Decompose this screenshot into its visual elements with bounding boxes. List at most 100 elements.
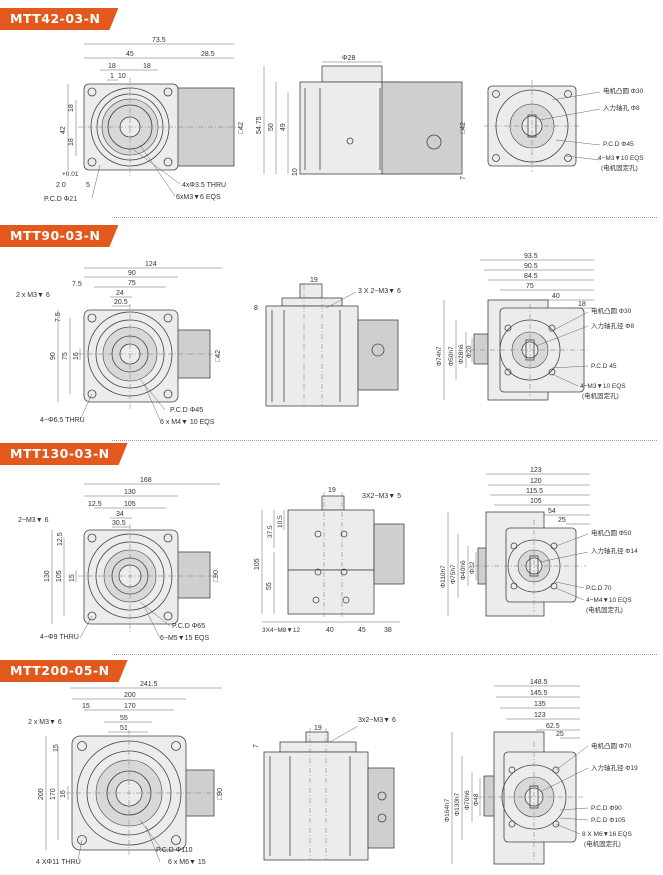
thru-label: 4xΦ3.5 THRU [182,182,226,189]
dim: 18 [108,63,116,70]
dim: 241.5 [140,681,158,688]
dim: 45 [358,627,366,634]
dim: 51 [120,725,128,732]
model-tag: MTT200-05-N [0,660,128,682]
holes-label: 2−M3▼ 6 [18,517,49,524]
pcd-label: P.C.D Φ65 [172,623,205,630]
motor-label: (电机固定孔) [586,605,623,614]
dim: 18 [68,138,75,146]
dim: 15 [82,703,90,710]
eqs-label: 6xM3▼6 EQS [176,194,221,201]
dim: 10 [292,168,299,176]
dim: Φ32 [469,561,476,574]
dim: 7.5 [55,312,62,322]
dim: 18 [68,104,75,112]
dim: 19 [328,487,336,494]
dim: 30.5 [112,520,126,527]
dim: 18 [143,63,151,70]
dim: 8 [254,305,258,312]
mtt90-drawing: 124 90 75 24 20.5 7.5 7.5 2 x M3▼ 6 90 7… [16,253,634,426]
dim: □42 [238,122,245,134]
dim: Φ50h7 [448,346,455,366]
eqs-label: 6−M5▼15 EQS [160,635,209,642]
dim: 123 [530,467,542,474]
dim: □42 [460,122,467,134]
dim: 200 [124,692,136,699]
dim: 170 [50,788,57,800]
pcd-label: P.C.D Φ110 [156,847,193,854]
dim: Φ110h7 [440,565,447,588]
dim: 54 [548,508,556,515]
model-tag: MTT130-03-N [0,443,128,465]
dim: Φ28 [342,55,355,62]
tolerance: +0.01 [62,171,79,178]
motor-label: 入力轴孔径 Φ8 [591,321,634,330]
pcd-label: P.C.D Φ21 [44,196,77,203]
dim: 90 [50,352,57,360]
dim: 50 [268,123,275,131]
dim: 135 [534,701,546,708]
dim: Φ48 [473,793,480,806]
dim: 54.75 [256,116,263,134]
dim: 19 [310,277,318,284]
dim: 25 [556,731,564,738]
model-tag: MTT90-03-N [0,225,118,247]
side-view: Φ28 54.75 50 49 10 □42 7 [256,55,467,180]
front-view: 124 90 75 24 20.5 7.5 7.5 2 x M3▼ 6 90 7… [16,261,222,426]
dim: 45 [126,51,134,58]
dim: 105 [56,570,63,582]
dim: 1 [110,73,114,80]
mtt200-drawing: 241.5 200 170 55 51 15 15 2 x M3▼ 6 200 … [28,679,638,866]
motor-label: 电机凸圆 Φ50 [591,528,632,537]
motor-label: 4−M4▼10 EQS [586,597,632,604]
dim: 7.5 [72,281,82,288]
dim: 16 [60,790,67,798]
dim: 38 [384,627,392,634]
motor-label: (电机固定孔) [584,839,621,848]
dim: 130 [44,570,51,582]
eqs-label: 6 x M6▼ 15 [168,859,206,866]
dim: 75 [128,280,136,287]
holes-label: 2 x M3▼ 6 [28,719,62,726]
dim: 12.5 [57,532,64,546]
dim: 24 [116,290,124,297]
holes-label: 2 x M3▼ 6 [16,292,50,299]
motor-label: 入力轴孔径 Φ14 [591,546,638,555]
dim: 115.5 [526,488,543,495]
dim: 168 [140,477,152,484]
dim: 25 [558,517,566,524]
thru-label: 4 XΦ11 THRU [36,859,81,866]
front-view: 241.5 200 170 55 51 15 15 2 x M3▼ 6 200 … [28,681,224,866]
dim: 7 [253,744,260,748]
dim: 15 [69,574,76,582]
dim: 148.5 [530,679,548,686]
dim: 20.5 [114,299,128,306]
dim: Φ20 [466,345,473,358]
dim: 10.5 [277,515,284,528]
dim: 37.5 [267,525,274,538]
dim: 62.5 [546,723,560,730]
section-divider [112,440,657,441]
motor-view: 123 120 115.5 105 54 25 Φ110h7 Φ75h7 Φ40… [440,467,638,617]
dim: 123 [534,712,546,719]
dim: Φ74h7 [436,346,443,366]
tolerance: 2 0 [56,182,66,189]
dim: 75 [526,283,534,290]
motor-label: (电机固定孔) [582,391,619,400]
dim: 16 [73,352,80,360]
dim: 170 [124,703,136,710]
dim: 18 [578,301,586,308]
dim: 145.5 [530,690,548,697]
motor-label: 4−M3▼10 EQS [598,155,644,162]
dim: 3x2−M3▼ 6 [358,717,396,724]
dim: 105 [124,501,136,508]
side-view: 19 3 X 2−M3▼ 6 8 [254,277,401,407]
dim: 10 [118,73,126,80]
dim: 93.5 [524,253,538,260]
front-view: 73.5 45 28.5 18 18 1 10 42 18 18 □42 +0.… [44,37,245,203]
pcd-label: P.C.D Φ45 [170,407,203,414]
thru-label: 4−Φ6.5 THRU [40,417,85,424]
dim: 40 [326,627,334,634]
section-mtt42: MTT42-03-N 73.5 45 28.5 18 18 1 10 [0,0,663,218]
dim: 3X2−M3▼ 5 [362,493,401,500]
